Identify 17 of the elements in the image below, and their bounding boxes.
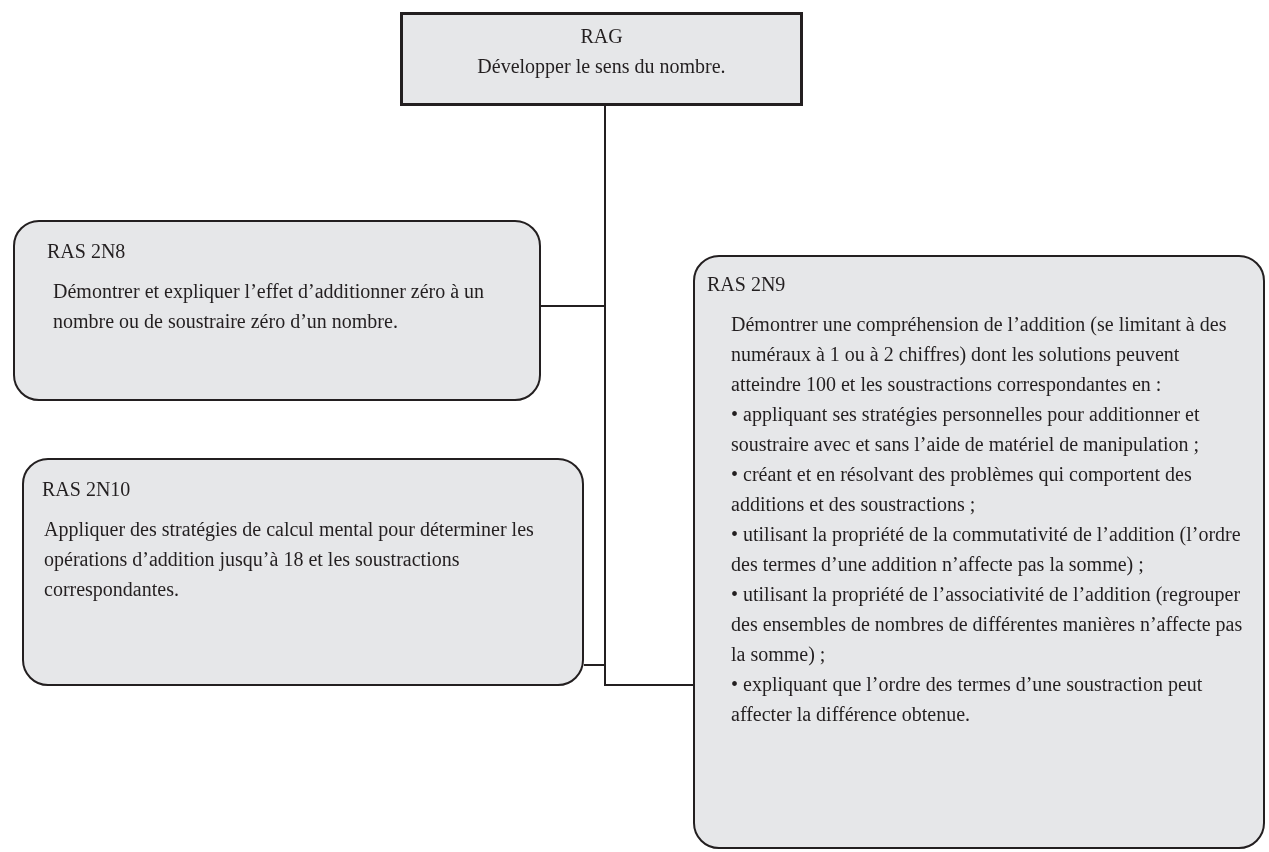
list-item: • créant et en résolvant des problèmes qui comportent des additions et des soustractions ; (730, 462, 1193, 517)
list-item: • expliquant que l’ordre des termes d’une soustraction peut affecter la différence obtenue. (730, 672, 1204, 727)
box-text: Démontrer une compréhension de l’addition (se limitant à des numéraux à 1 ou à 2 chiffres) dont les solutions peuvent atteindre 100 et les soustractions correspondantes en : (730, 312, 1228, 398)
list-item: • utilisant la propriété de la commutativité de l’addition (l’ordre des termes d’une addition n’affecte pas la somme) ; (730, 522, 1242, 578)
box-text: Démontrer et expliquer l’effet d’additionner zéro à un nombre ou de soustraire zéro d’un nombre. (52, 279, 486, 334)
goal-box (400, 12, 803, 106)
box-heading: RAS 2N9 (706, 272, 787, 297)
list-item: • appliquant ses stratégies personnelles pour additionner et soustraire avec et sans l’aide de matériel de manipulation ; (730, 402, 1201, 458)
box-heading: RAS 2N8 (46, 239, 127, 264)
box-text: Appliquer des stratégies de calcul mental pour déterminer les opérations d’addition jusqu’à 18 et les soustractions correspondantes. (43, 517, 535, 603)
list-item: • utilisant la propriété de l’associativité de l’addition (regrouper des ensembles de nombres de différentes manières n’affecte pas la somme) ; (730, 582, 1244, 668)
box-heading: RAG (579, 24, 624, 49)
outcome-box (693, 255, 1265, 849)
outcome-box (22, 458, 584, 686)
box-heading: RAS 2N10 (41, 477, 132, 502)
box-text: Développer le sens du nombre. (476, 54, 727, 80)
outcome-box (13, 220, 541, 401)
